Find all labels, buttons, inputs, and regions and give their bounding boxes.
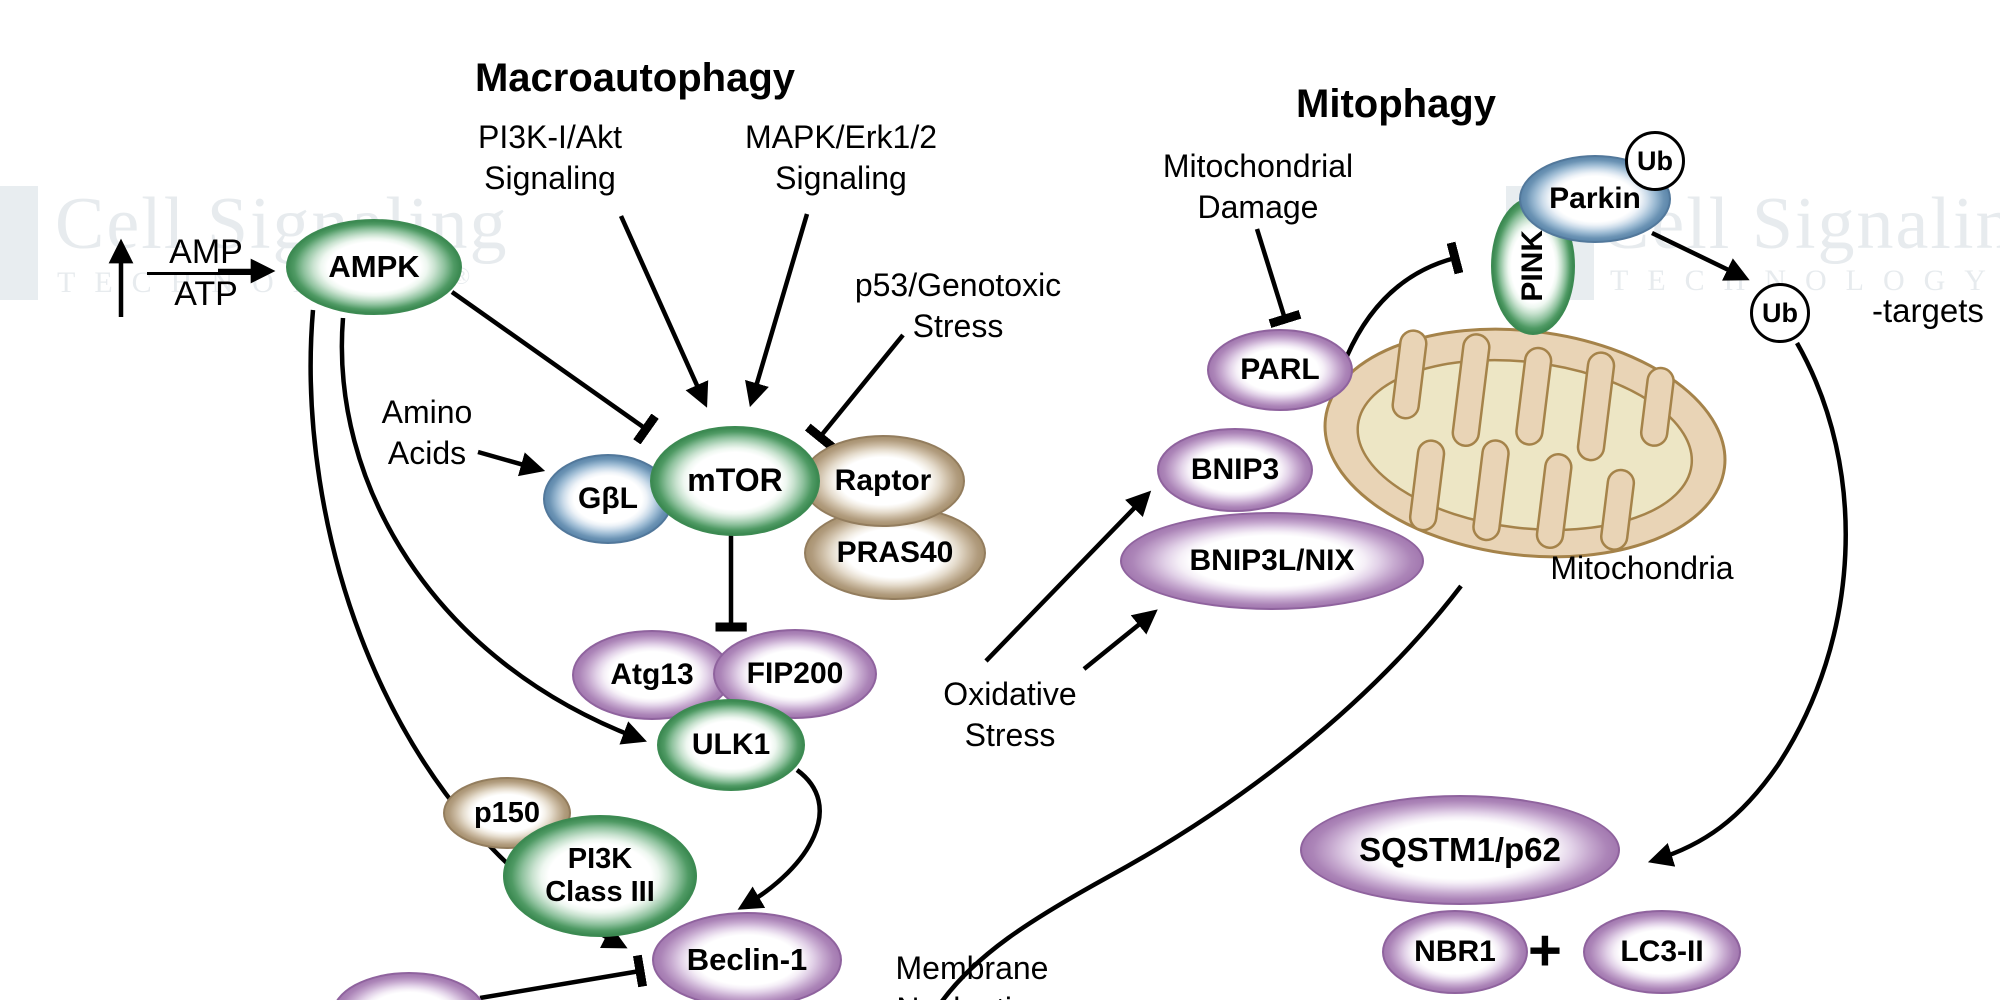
node-parkin[interactable]: Parkin xyxy=(1519,155,1671,243)
ub-target-label: Ub xyxy=(1762,297,1798,328)
connector-parkin-to-ubtargets xyxy=(1651,230,1750,281)
p53-line2: Stress xyxy=(912,308,1004,344)
oxidative-line2: Stress xyxy=(964,717,1056,753)
plus-sign: + xyxy=(1528,918,1562,983)
ub-target-circle: Ub xyxy=(1750,283,1810,343)
node-parl-label: PARL xyxy=(1240,353,1320,387)
node-atg13-label: Atg13 xyxy=(610,658,694,692)
amp-text: AMP xyxy=(169,233,243,271)
mito-damage-line2: Damage xyxy=(1197,189,1319,225)
node-raptor[interactable]: Raptor xyxy=(801,435,965,527)
mapk-line1: MAPK/Erk1/2 xyxy=(744,119,938,155)
node-bnip3l-nix[interactable]: BNIP3L/NIX xyxy=(1120,512,1424,610)
connector-oxidative-to-bnip3lnix xyxy=(1082,609,1158,671)
node-beclin1-label: Beclin-1 xyxy=(686,941,808,977)
connector-ampk-inhibits-mtor xyxy=(450,290,659,445)
node-fip200-label: FIP200 xyxy=(746,657,844,691)
node-parl[interactable]: PARL xyxy=(1207,329,1353,411)
amino-line1: Amino xyxy=(381,394,473,430)
node-parkin-label: Parkin xyxy=(1549,182,1641,216)
connector-ulk1-to-beclin1 xyxy=(737,768,822,910)
label-membrane-nucleation: MembraneNucleation xyxy=(896,948,1049,1000)
node-raptor-label: Raptor xyxy=(834,464,932,498)
node-lc3ii[interactable]: LC3-II xyxy=(1583,910,1741,994)
node-bnip3[interactable]: BNIP3 xyxy=(1157,428,1313,512)
mitochondria-illustration xyxy=(1323,327,1727,559)
connector-ampk-to-ulk1 xyxy=(339,317,647,745)
connector-oxidative-to-bnip3 xyxy=(984,490,1152,663)
pi3k-line1: PI3K xyxy=(567,843,633,875)
node-nbr1-label: NBR1 xyxy=(1414,935,1496,969)
node-ulk1-label: ULK1 xyxy=(691,728,771,762)
connector-parl-inhibits-pink xyxy=(1344,241,1464,357)
pi3k-akt-line1: PI3K-I/Akt xyxy=(477,119,623,155)
node-bnip3-label: BNIP3 xyxy=(1190,453,1280,487)
node-ampk-label: AMPK xyxy=(328,248,420,284)
watermark-square-left xyxy=(0,186,38,300)
node-mtor-label: mTOR xyxy=(687,462,783,499)
membrane-line2: Nucleation xyxy=(896,991,1047,1000)
node-bnip3l-nix-label: BNIP3L/NIX xyxy=(1189,544,1355,578)
title-macroautophagy: Macroautophagy xyxy=(474,56,796,100)
connector-aminoacids-to-gbl xyxy=(477,449,546,477)
node-lc3ii-label: LC3-II xyxy=(1620,935,1704,969)
connector-mitochondria-to-phagophore xyxy=(940,584,1463,1000)
pi3k-akt-line2: Signaling xyxy=(484,160,616,196)
amino-line2: Acids xyxy=(387,435,467,471)
mitochondria-cristae xyxy=(1391,329,1675,551)
connector-p53-inhibits-mtor xyxy=(804,333,905,451)
atp-text: ATP xyxy=(147,272,265,314)
ub-on-parkin: Ub xyxy=(1625,131,1685,191)
node-pras40-label: PRAS40 xyxy=(836,536,954,570)
connector-pi3kakt-to-mtor xyxy=(618,215,709,408)
amp-atp-ratio: AMP ATP xyxy=(147,233,265,314)
node-nbr1[interactable]: NBR1 xyxy=(1382,910,1528,994)
connector-damage-inhibits-parl xyxy=(1254,228,1302,328)
label-ub-targets-suffix: -targets xyxy=(1872,292,1984,329)
node-beclin1[interactable]: Beclin-1 xyxy=(652,912,842,1000)
node-ulk1[interactable]: ULK1 xyxy=(657,699,805,791)
node-gbl-label: GβL xyxy=(578,482,638,516)
title-mitophagy: Mitophagy xyxy=(1296,82,1496,126)
node-pink-label: PINK xyxy=(1516,230,1550,302)
connector-mapk-to-mtor xyxy=(745,213,810,408)
node-sqstm1-label: SQSTM1/p62 xyxy=(1359,830,1561,868)
mapk-line2: Signaling xyxy=(775,160,907,196)
ub-on-parkin-label: Ub xyxy=(1637,145,1673,176)
node-p150-label: p150 xyxy=(473,796,541,829)
p53-line1: p53/Genotoxic xyxy=(854,267,1062,303)
oxidative-line1: Oxidative xyxy=(943,676,1077,712)
node-mtor[interactable]: mTOR xyxy=(650,426,820,536)
connector-ubtargets-to-sqstm1 xyxy=(1647,341,1848,867)
label-mitochondria: Mitochondria xyxy=(1550,550,1734,586)
node-sqstm1-p62[interactable]: SQSTM1/p62 xyxy=(1300,795,1620,905)
connector-inhibits-beclin1 xyxy=(479,954,648,1000)
mito-damage-line1: Mitochondrial xyxy=(1162,148,1354,184)
pi3k-line2: Class III xyxy=(545,876,655,908)
node-ampk[interactable]: AMPK xyxy=(286,219,462,315)
membrane-line1: Membrane xyxy=(895,950,1049,986)
